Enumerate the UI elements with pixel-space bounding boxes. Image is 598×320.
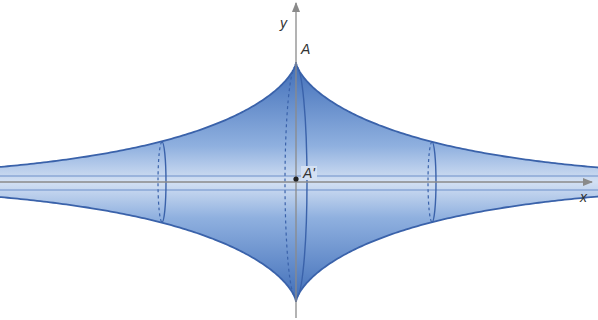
point-label: A	[301, 42, 310, 56]
point-label: A'	[301, 166, 317, 180]
lower-profile	[0, 196, 598, 302]
y-axis	[295, 3, 296, 318]
axis-label: x	[580, 190, 587, 204]
origin-point	[293, 176, 298, 181]
tube-line	[0, 190, 598, 191]
upper-profile	[0, 62, 598, 168]
surface-fill	[0, 62, 598, 302]
axes	[0, 3, 592, 318]
tube-line	[0, 176, 598, 177]
axis-label: y	[280, 16, 287, 30]
surface	[0, 62, 598, 302]
